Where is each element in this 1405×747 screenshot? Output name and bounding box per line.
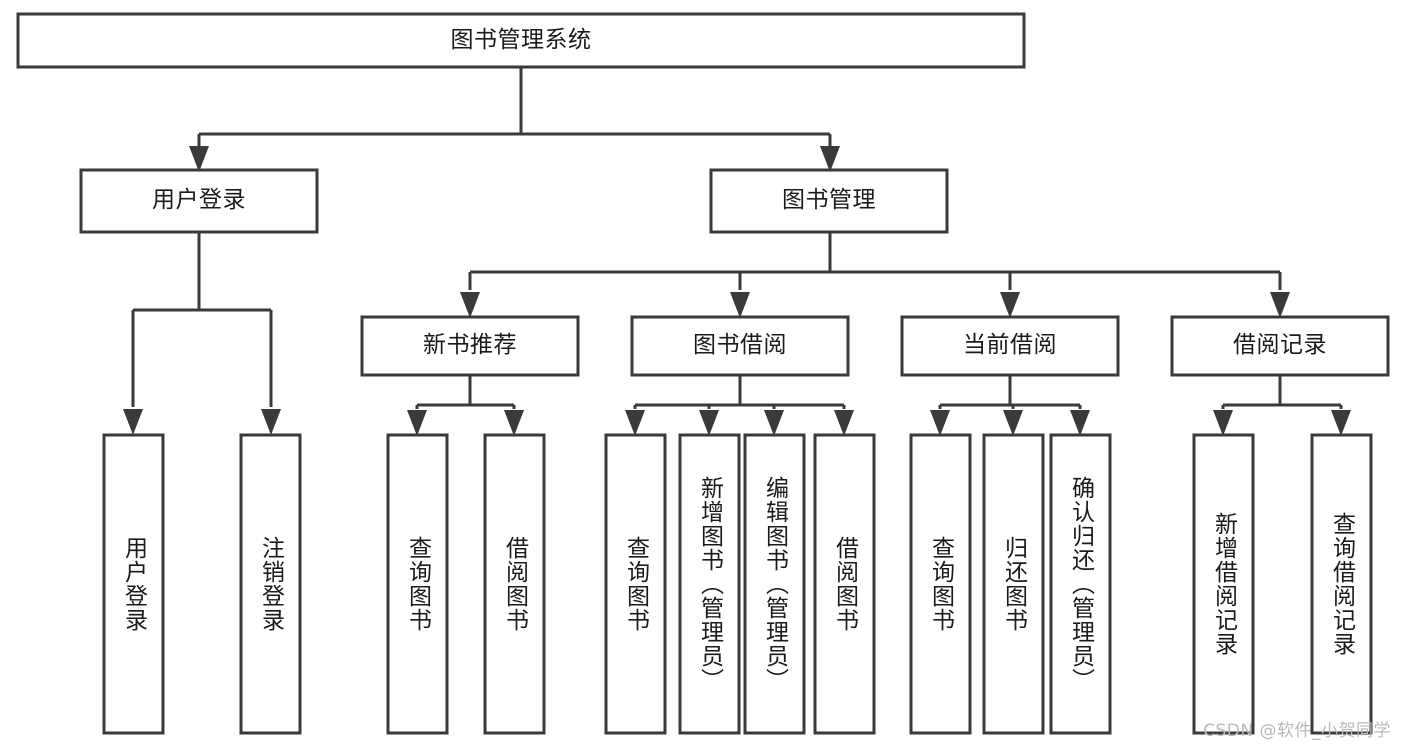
connector-book-borrow-to-leaves xyxy=(625,375,854,436)
node-box-book-borrow[interactable] xyxy=(630,315,850,377)
node-box-leaf-add-book[interactable] xyxy=(678,433,741,735)
connector-borrow-record-to-leaves xyxy=(1213,375,1351,436)
node-box-leaf-borrow-book-1[interactable] xyxy=(483,433,546,735)
csdn-watermark: CSDN @软件_小贺同学 xyxy=(1203,721,1391,741)
connector-root-to-level2 xyxy=(189,67,840,172)
node-box-user-login[interactable] xyxy=(79,168,319,234)
node-box-leaf-query-book-2[interactable] xyxy=(604,433,667,735)
connector-new-book-recommend-to-leaves xyxy=(407,375,524,436)
node-box-leaf-borrow-book-2[interactable] xyxy=(813,433,876,735)
node-box-borrow-record[interactable] xyxy=(1170,315,1390,377)
node-box-leaf-query-book-3[interactable] xyxy=(909,433,972,735)
node-box-leaf-query-book-1[interactable] xyxy=(386,433,449,735)
connector-user-login-to-leaves xyxy=(123,232,281,435)
node-box-new-book-recommend[interactable] xyxy=(360,315,580,377)
node-box-leaf-confirm-return[interactable] xyxy=(1049,433,1112,735)
node-box-root[interactable] xyxy=(16,12,1026,69)
node-box-leaf-edit-book[interactable] xyxy=(743,433,806,735)
node-box-leaf-user-login[interactable] xyxy=(102,433,165,735)
connector-book-management-to-level3 xyxy=(460,232,1290,318)
node-box-leaf-return-book[interactable] xyxy=(982,433,1045,735)
node-box-leaf-query-borrow-record[interactable] xyxy=(1310,433,1373,735)
node-box-leaf-logout-login[interactable] xyxy=(239,433,302,735)
connector-current-borrow-to-leaves xyxy=(930,375,1090,436)
node-box-book-management[interactable] xyxy=(709,168,949,234)
node-box-leaf-add-borrow-record[interactable] xyxy=(1192,433,1255,735)
node-box-current-borrow[interactable] xyxy=(900,315,1120,377)
